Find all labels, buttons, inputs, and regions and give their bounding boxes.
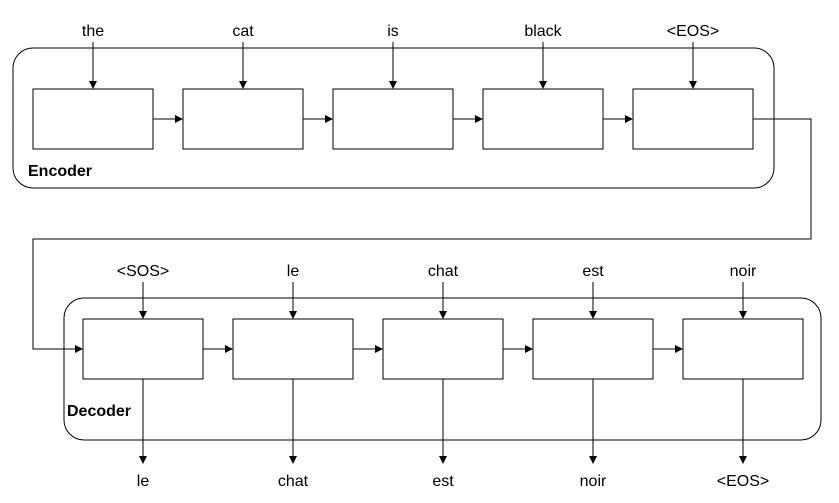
decoder-input-arrows [139, 282, 747, 319]
decoder-cell [232, 318, 354, 380]
encoder-input-token: black [524, 23, 562, 40]
decoder-inputs: <SOS> le chat est noir [117, 263, 757, 280]
decoder-output-arrows [139, 379, 747, 464]
decoder-cell [382, 318, 504, 380]
decoder-cell [532, 318, 654, 380]
encoder-inputs: the cat is black <EOS> [82, 23, 719, 40]
decoder-cells [82, 318, 804, 380]
decoder-cell [682, 318, 804, 380]
decoder-output-token: noir [580, 473, 607, 490]
decoder-label: Decoder [67, 403, 131, 420]
decoder-output-token: le [137, 473, 150, 490]
encoder-cells [32, 88, 754, 150]
encoder-input-token: <EOS> [667, 23, 719, 40]
decoder-input-token: noir [730, 263, 757, 280]
encoder-cell [32, 88, 154, 150]
decoder-outputs: le chat est noir <EOS> [137, 473, 769, 490]
decoder-cell [82, 318, 204, 380]
decoder-output-token: chat [278, 473, 309, 490]
decoder-input-token: <SOS> [117, 263, 169, 280]
encoder-input-arrows [89, 42, 697, 89]
decoder-output-token: <EOS> [717, 473, 769, 490]
decoder-output-token: est [432, 473, 454, 490]
encoder-cell [632, 88, 754, 150]
context-connector [32, 118, 812, 353]
encoder-input-token: cat [232, 23, 254, 40]
encoder-cell [332, 88, 454, 150]
encoder-input-token: the [82, 23, 104, 40]
encoder-cell [482, 88, 604, 150]
encoder-cell [182, 88, 304, 150]
encoder-label: Encoder [28, 163, 92, 180]
decoder-input-token: est [582, 263, 604, 280]
decoder-input-token: chat [428, 263, 459, 280]
encoder-input-token: is [387, 23, 399, 40]
decoder-input-token: le [287, 263, 300, 280]
